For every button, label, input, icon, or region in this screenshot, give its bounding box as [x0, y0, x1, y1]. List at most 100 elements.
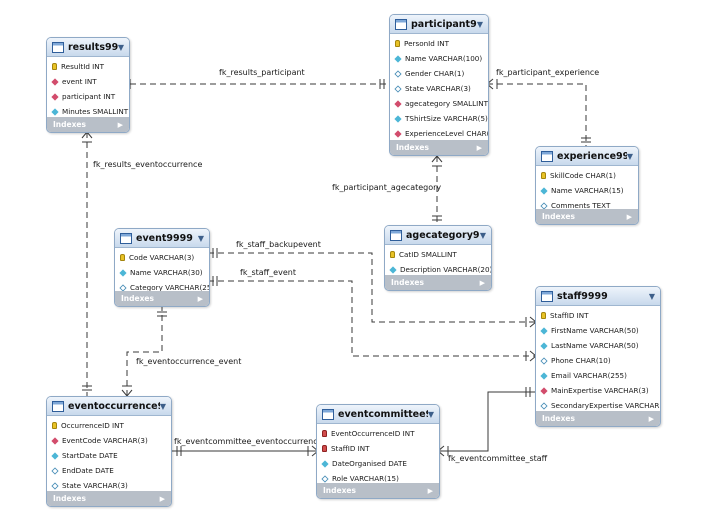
collapse-chevron-icon[interactable]: ▼ — [479, 230, 486, 240]
table-eventoccurrence[interactable]: eventoccurrence9999▼OccurrenceID INTEven… — [46, 396, 172, 507]
column-row[interactable]: PersonId INT — [390, 36, 488, 51]
indexes-bar[interactable]: Indexes▶ — [317, 483, 439, 498]
not-null-column-icon — [119, 268, 127, 277]
column-text: EndDate DATE — [62, 466, 114, 475]
rel-label-eventcommittee-eventoccurrence: fk_eventcommittee_eventoccurrence — [174, 437, 323, 446]
expand-arrow-icon[interactable]: ▶ — [159, 494, 165, 503]
foreign-key-diamond-icon — [51, 92, 59, 101]
rel-label-staff-event: fk_staff_event — [240, 268, 296, 277]
column-list: SkillCode CHAR(1)Name VARCHAR(15) Comment… — [536, 166, 638, 215]
collapse-chevron-icon[interactable]: ▼ — [117, 42, 124, 52]
indexes-bar[interactable]: Indexes▶ — [536, 411, 660, 426]
column-row[interactable]: CatID SMALLINT — [385, 247, 491, 262]
column-row[interactable]: State VARCHAR(3) — [390, 81, 488, 96]
column-text: Gender CHAR(1) — [405, 69, 465, 78]
column-row[interactable]: OccurrenceID INT — [47, 418, 171, 433]
column-row[interactable]: Role VARCHAR(15) — [317, 471, 439, 486]
column-row[interactable]: Name VARCHAR(30) — [115, 265, 209, 280]
collapse-chevron-icon[interactable]: ▼ — [159, 401, 166, 411]
column-row[interactable]: SecondaryExpertise VARCHAR(3) — [536, 398, 660, 413]
column-row[interactable]: StaffID INT — [536, 308, 660, 323]
expand-arrow-icon[interactable]: ▶ — [626, 212, 632, 221]
table-header[interactable]: event9999▼ — [115, 229, 209, 248]
nullable-column-icon — [540, 356, 548, 365]
column-row[interactable]: StaffID INT — [317, 441, 439, 456]
column-row[interactable]: FirstName VARCHAR(50) — [536, 323, 660, 338]
column-row[interactable]: Code VARCHAR(3) — [115, 250, 209, 265]
indexes-bar[interactable]: Indexes▶ — [47, 117, 129, 132]
expand-arrow-icon[interactable]: ▶ — [427, 486, 433, 495]
table-experience[interactable]: experience9999▼SkillCode CHAR(1)Name VAR… — [535, 146, 639, 225]
column-row[interactable]: EndDate DATE — [47, 463, 171, 478]
column-row[interactable]: event INT — [47, 74, 129, 89]
column-text: StaffID INT — [550, 311, 589, 320]
table-icon — [322, 408, 334, 420]
column-row[interactable]: MainExpertise VARCHAR(3) — [536, 383, 660, 398]
column-row[interactable]: Category VARCHAR(25) — [115, 280, 209, 295]
indexes-bar[interactable]: Indexes▶ — [385, 275, 491, 290]
column-row[interactable]: Phone CHAR(10) — [536, 353, 660, 368]
column-row[interactable]: EventCode VARCHAR(3) — [47, 433, 171, 448]
column-row[interactable]: Minutes SMALLINT — [47, 104, 129, 119]
collapse-chevron-icon[interactable]: ▼ — [476, 19, 483, 29]
column-row[interactable]: ExperienceLevel CHAR(1) — [390, 126, 488, 141]
indexes-bar[interactable]: Indexes▶ — [47, 491, 171, 506]
column-row[interactable]: EventOccurrenceID INT — [317, 426, 439, 441]
column-row[interactable]: LastName VARCHAR(50) — [536, 338, 660, 353]
foreign-key-diamond-icon — [394, 129, 402, 138]
table-agecategory[interactable]: agecategory9999▼ CatID SMALLINTDescriptio… — [384, 225, 492, 291]
collapse-chevron-icon[interactable]: ▼ — [197, 233, 204, 243]
column-row[interactable]: participant INT — [47, 89, 129, 104]
table-header[interactable]: participant9999▼ — [390, 15, 488, 34]
indexes-label: Indexes — [121, 294, 154, 303]
foreign-key-diamond-icon — [540, 386, 548, 395]
column-row[interactable]: Name VARCHAR(100) — [390, 51, 488, 66]
column-row[interactable]: Comments TEXT — [536, 198, 638, 213]
column-row[interactable]: agecategory SMALLINT — [390, 96, 488, 111]
column-text: agecategory SMALLINT — [405, 99, 489, 108]
table-header[interactable]: experience9999▼ — [536, 147, 638, 166]
not-null-column-icon — [51, 107, 59, 116]
column-row[interactable]: TShirtSize VARCHAR(5) — [390, 111, 488, 126]
expand-arrow-icon[interactable]: ▶ — [648, 414, 654, 423]
expand-arrow-icon[interactable]: ▶ — [479, 278, 485, 287]
column-row[interactable]: Gender CHAR(1) — [390, 66, 488, 81]
expand-arrow-icon[interactable]: ▶ — [476, 143, 482, 152]
column-row[interactable]: State VARCHAR(3) — [47, 478, 171, 493]
indexes-bar[interactable]: Indexes ▶ — [115, 291, 209, 306]
table-staff[interactable]: staff9999▼ StaffID INT FirstName VARCHAR(5… — [535, 286, 661, 427]
table-eventcommittee[interactable]: eventcommittee9999▼ EventOccurrenceID INT… — [316, 404, 440, 499]
table-header[interactable]: eventoccurrence9999▼ — [47, 397, 171, 416]
column-text: Name VARCHAR(100) — [405, 54, 483, 63]
expand-arrow-icon[interactable]: ▶ — [197, 294, 203, 303]
rel-label-results-participant: fk_results_participant — [219, 68, 305, 77]
table-header[interactable]: eventcommittee9999▼ — [317, 405, 439, 424]
table-event[interactable]: event9999▼ Code VARCHAR(3) Name VARCHAR(30… — [114, 228, 210, 307]
column-row[interactable]: Description VARCHAR(20) — [385, 262, 491, 277]
rel-label-participant-experience: fk_participant_experience — [496, 68, 600, 77]
line-eventcommittee-staff — [438, 391, 536, 452]
column-row[interactable]: ResultId INT — [47, 59, 129, 74]
column-row[interactable]: StartDate DATE — [47, 448, 171, 463]
column-row[interactable]: Email VARCHAR(255) — [536, 368, 660, 383]
column-text: Name VARCHAR(30) — [130, 268, 203, 277]
expand-arrow-icon[interactable]: ▶ — [117, 120, 123, 129]
table-participant[interactable]: participant9999▼ PersonId INT Name VARCHAR… — [389, 14, 489, 156]
indexes-bar[interactable]: Indexes▶ — [536, 209, 638, 224]
not-null-column-icon — [540, 341, 548, 350]
column-row[interactable]: SkillCode CHAR(1) — [536, 168, 638, 183]
collapse-chevron-icon[interactable]: ▼ — [648, 291, 655, 301]
table-header[interactable]: agecategory9999▼ — [385, 226, 491, 245]
column-list: StaffID INT FirstName VARCHAR(50)LastName… — [536, 306, 660, 415]
rel-label-results-eventoccurrence: fk_results_eventoccurrence — [93, 160, 203, 169]
collapse-chevron-icon[interactable]: ▼ — [427, 409, 434, 419]
collapse-chevron-icon[interactable]: ▼ — [626, 151, 633, 161]
column-row[interactable]: Name VARCHAR(15) — [536, 183, 638, 198]
table-header[interactable]: results9999▼ — [47, 38, 129, 57]
table-header[interactable]: staff9999▼ — [536, 287, 660, 306]
column-text: Comments TEXT — [551, 201, 611, 210]
column-row[interactable]: DateOrganised DATE — [317, 456, 439, 471]
indexes-bar[interactable]: Indexes▶ — [390, 140, 488, 155]
